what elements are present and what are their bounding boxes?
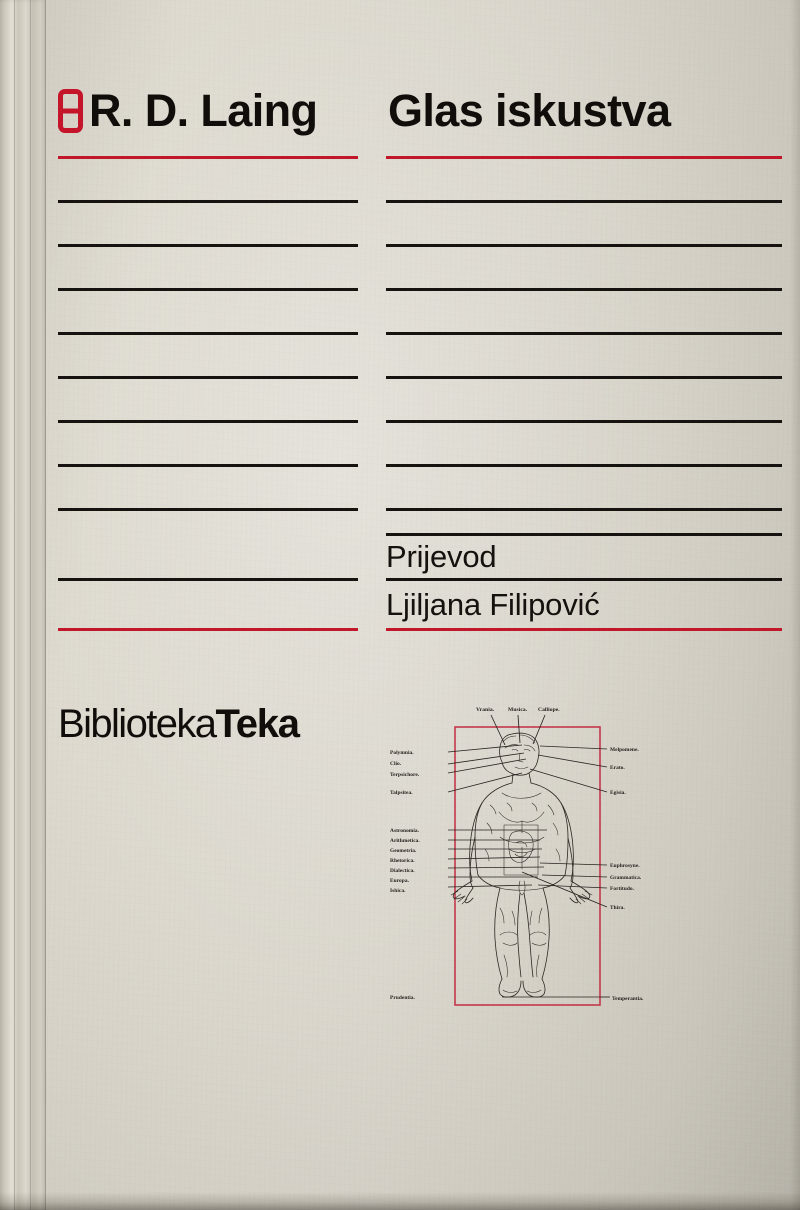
translator-name: Ljiljana Filipović bbox=[386, 587, 600, 622]
spine-crease-mid bbox=[30, 0, 31, 1210]
teka-publisher-mark-icon bbox=[58, 88, 83, 133]
engraving-labels-right-upper: Melpomene. Erato. Egisia. bbox=[610, 747, 639, 796]
rule-right-9 bbox=[386, 533, 782, 536]
eng-label-polymnia: Polymnia. bbox=[390, 750, 414, 756]
eng-label-vrania: Vrania. bbox=[476, 707, 495, 713]
rule-left-11 bbox=[58, 628, 358, 631]
illustration-frame bbox=[454, 726, 601, 1006]
eng-label-melpomene: Melpomene. bbox=[610, 747, 639, 753]
bottom-board-edge bbox=[0, 1192, 800, 1210]
rule-left-7 bbox=[58, 464, 358, 467]
rule-right-1 bbox=[386, 200, 782, 203]
page-title: Glas iskustva bbox=[388, 85, 671, 136]
eng-label-rhetorica: Rhetorica. bbox=[390, 858, 415, 864]
leader-lines-right-lower bbox=[521, 862, 608, 908]
engraving-labels-right-lower: Euphrosyne. Grammatica. Fortitudo. Thira… bbox=[610, 863, 642, 911]
translation-label: Prijevod bbox=[386, 539, 497, 574]
eng-label-terpsichore: Terpsichore. bbox=[390, 772, 420, 778]
rule-right-10 bbox=[386, 578, 782, 581]
rule-left-4 bbox=[58, 332, 358, 335]
eng-label-dialectica: Dialectica. bbox=[390, 868, 415, 874]
rule-right-5 bbox=[386, 376, 782, 379]
rule-left-8 bbox=[58, 508, 358, 511]
eng-label-egisia: Egisia. bbox=[610, 790, 626, 796]
leader-lines-left-upper bbox=[447, 744, 527, 793]
rule-right-7 bbox=[386, 464, 782, 467]
rule-right-11 bbox=[386, 628, 782, 631]
eng-label-temperantia: Temperantia. bbox=[612, 996, 644, 1002]
rule-left-10 bbox=[58, 578, 358, 581]
eng-label-calliope: Calliope. bbox=[538, 707, 560, 713]
leader-lines-left-lower bbox=[447, 829, 547, 888]
author-block: R. D. Laing bbox=[58, 85, 318, 136]
leader-lines-top bbox=[490, 714, 546, 746]
eng-label-arithmetica: Arithmetica. bbox=[390, 838, 420, 844]
rule-left-6 bbox=[58, 420, 358, 423]
eng-label-erato: Erato. bbox=[610, 765, 625, 771]
rule-right-8 bbox=[386, 508, 782, 511]
eng-label-clio: Clio. bbox=[390, 761, 402, 767]
eng-label-euphrosyne: Euphrosyne. bbox=[610, 863, 640, 869]
rule-right-3 bbox=[386, 288, 782, 291]
rule-left-3 bbox=[58, 288, 358, 291]
eng-label-musica: Musica. bbox=[508, 707, 528, 713]
cover-illustration: Vrania. Musica. Calliope. Polymnia. Clio… bbox=[372, 697, 672, 1017]
rule-left-5 bbox=[58, 376, 358, 379]
rule-right-0 bbox=[386, 156, 782, 159]
eng-label-ishica: Ishica. bbox=[390, 888, 406, 894]
rule-left-0 bbox=[58, 156, 358, 159]
eng-label-grammatica: Grammatica. bbox=[610, 875, 642, 881]
eng-label-talpsitea: Talpsitea. bbox=[390, 790, 413, 796]
imprint-prefix: Biblioteka bbox=[58, 702, 217, 746]
spine-crease-inner bbox=[45, 0, 46, 1210]
imprint-logo: BibliotekaTeka bbox=[58, 702, 300, 746]
rule-right-2 bbox=[386, 244, 782, 247]
rule-right-4 bbox=[386, 332, 782, 335]
eng-label-europa: Europa. bbox=[390, 878, 410, 884]
rule-left-2 bbox=[58, 244, 358, 247]
right-board-edge bbox=[790, 0, 800, 1210]
leader-lines-right-upper bbox=[529, 745, 608, 793]
eng-label-thira: Thira. bbox=[610, 905, 625, 911]
anatomical-figure bbox=[450, 732, 593, 998]
author-name: R. D. Laing bbox=[89, 85, 318, 136]
eng-label-geometria: Geometria. bbox=[390, 848, 417, 854]
engraving-labels-left-upper: Polymnia. Clio. Terpsichore. Talpsitea. bbox=[390, 750, 420, 796]
eng-label-prudentia: Prudentia. bbox=[390, 995, 416, 1001]
book-spine-edge bbox=[0, 0, 46, 1210]
eng-label-astronomia: Astronomia. bbox=[390, 828, 420, 834]
engraving-labels-left-lower: Astronomia. Arithmetica. Geometria. Rhet… bbox=[390, 828, 420, 894]
imprint-suffix: Teka bbox=[215, 702, 300, 746]
title-block: Glas iskustva bbox=[388, 85, 671, 136]
rule-right-6 bbox=[386, 420, 782, 423]
eng-label-fortitudo: Fortitudo. bbox=[610, 886, 635, 892]
engraving-labels-top: Vrania. Musica. Calliope. bbox=[476, 707, 560, 713]
spine-crease-outer bbox=[14, 0, 15, 1210]
rule-left-1 bbox=[58, 200, 358, 203]
